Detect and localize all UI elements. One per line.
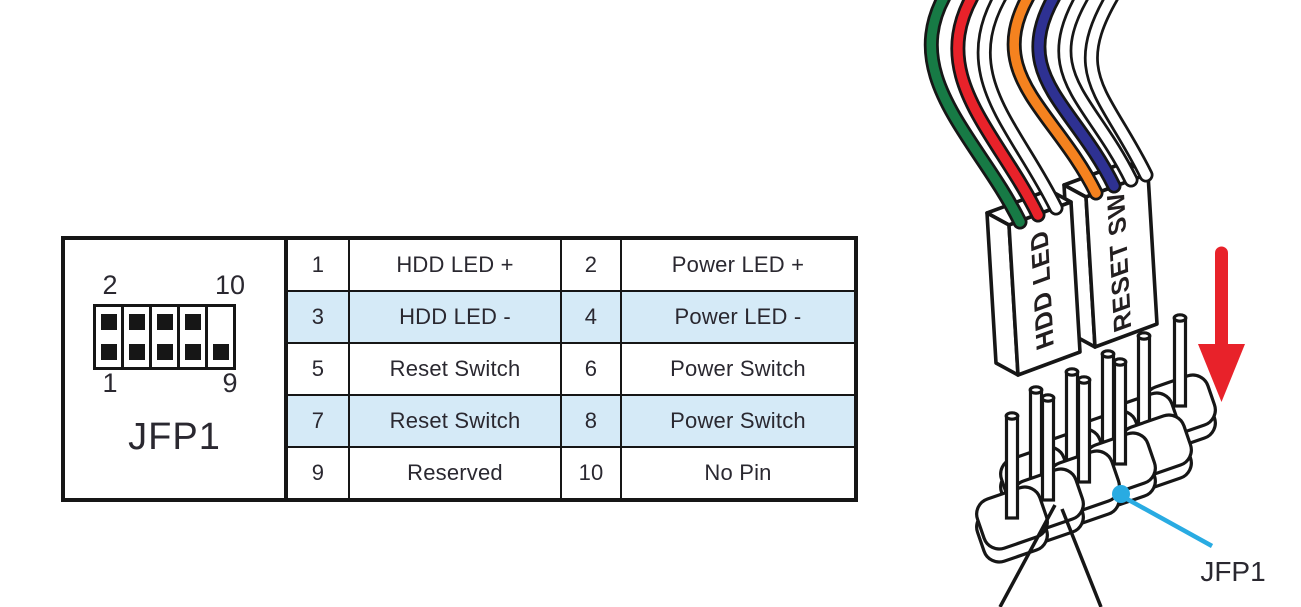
callout-label: JFP1 <box>1200 556 1265 587</box>
table-row: 7 Reset Switch 8 Power Switch <box>288 396 854 448</box>
wire-blue <box>1034 0 1119 191</box>
arrow-head <box>1198 344 1245 402</box>
callout-dot <box>1112 485 1130 503</box>
pin-number: 2 <box>562 240 622 290</box>
pin-assignment-rows: 1 HDD LED + 2 Power LED + 3 HDD LED - 4 … <box>284 240 854 498</box>
pin-box <box>93 304 124 370</box>
pin-square <box>184 314 201 330</box>
wire-orange <box>1009 0 1101 198</box>
pin-description: Reserved <box>350 448 562 498</box>
pin-square <box>184 344 201 360</box>
pin-description: Power LED - <box>674 304 802 329</box>
pin2-label: 2 <box>102 270 118 300</box>
pin10-label: 10 <box>214 270 246 300</box>
insert-arrow-icon <box>1198 246 1245 402</box>
pin-number: 8 <box>562 396 622 446</box>
hdd-led-label: HDD LED <box>1026 226 1059 354</box>
pin-box <box>177 304 208 370</box>
jfp1-pinout-table: 2 10 1 9 JFP1 1 HDD LED + 2 Power LED + … <box>61 236 858 502</box>
pin1-label: 1 <box>102 368 118 398</box>
pin-square <box>156 344 173 360</box>
pin-number: 6 <box>562 344 622 394</box>
hdd-led-connector: HDD LED <box>985 188 1082 377</box>
pin-box <box>149 304 180 370</box>
connector-schematic-cell: 2 10 1 9 JFP1 <box>65 240 284 498</box>
jfp1-callout: JFP1 <box>1112 485 1266 587</box>
pin-number: 4 <box>562 292 622 342</box>
pin-square <box>128 344 145 360</box>
wire-white <box>1060 0 1136 185</box>
pin-description: Reset Switch <box>350 396 562 446</box>
connector-name: JFP1 <box>128 416 221 458</box>
pin-square <box>100 314 117 330</box>
pin9-label: 9 <box>222 368 238 398</box>
table-row: 1 HDD LED + 2 Power LED + <box>288 240 854 292</box>
pin-square <box>100 344 117 360</box>
pin-description: Power Switch <box>670 408 806 433</box>
front-panel-wires <box>923 0 1154 230</box>
pin-description: HDD LED - <box>350 292 562 342</box>
pin-number: 3 <box>288 292 350 342</box>
wire-red <box>953 0 1043 220</box>
pin-box-no-pin <box>205 304 236 370</box>
pin-description: Power Switch <box>670 356 806 381</box>
pin-description: Power LED + <box>671 252 805 277</box>
pin-number: 9 <box>288 448 350 498</box>
pin-number: 5 <box>288 344 350 394</box>
table-row: 9 Reserved 10 No Pin <box>288 448 854 498</box>
connector-installation-illustration: RESET SW HDD LED JFP1 <box>923 0 1266 607</box>
pin-description: Reset Switch <box>350 344 562 394</box>
callout-line <box>1125 497 1214 548</box>
table-row: 3 HDD LED - 4 Power LED - <box>288 292 854 344</box>
table-row: 5 Reset Switch 6 Power Switch <box>288 344 854 396</box>
pin-number: 10 <box>562 448 622 498</box>
pin-description: No Pin <box>704 460 772 485</box>
pin-header-front-pins <box>1004 357 1128 520</box>
pin-row-bottom-labels: 1 9 <box>93 368 247 399</box>
pin-box <box>121 304 152 370</box>
pin-row-top-labels: 2 10 <box>93 270 247 301</box>
pin-number: 7 <box>288 396 350 446</box>
pin-square <box>156 314 173 330</box>
pin-square <box>212 344 229 360</box>
wire-green <box>926 0 1025 227</box>
wire-white <box>979 0 1061 213</box>
pointer-lines <box>998 504 1103 607</box>
pin-number: 1 <box>288 240 350 290</box>
wire-white <box>1086 0 1151 180</box>
pin-description: HDD LED + <box>350 240 562 290</box>
pin-square <box>128 314 145 330</box>
pin-header-schematic <box>93 304 236 370</box>
